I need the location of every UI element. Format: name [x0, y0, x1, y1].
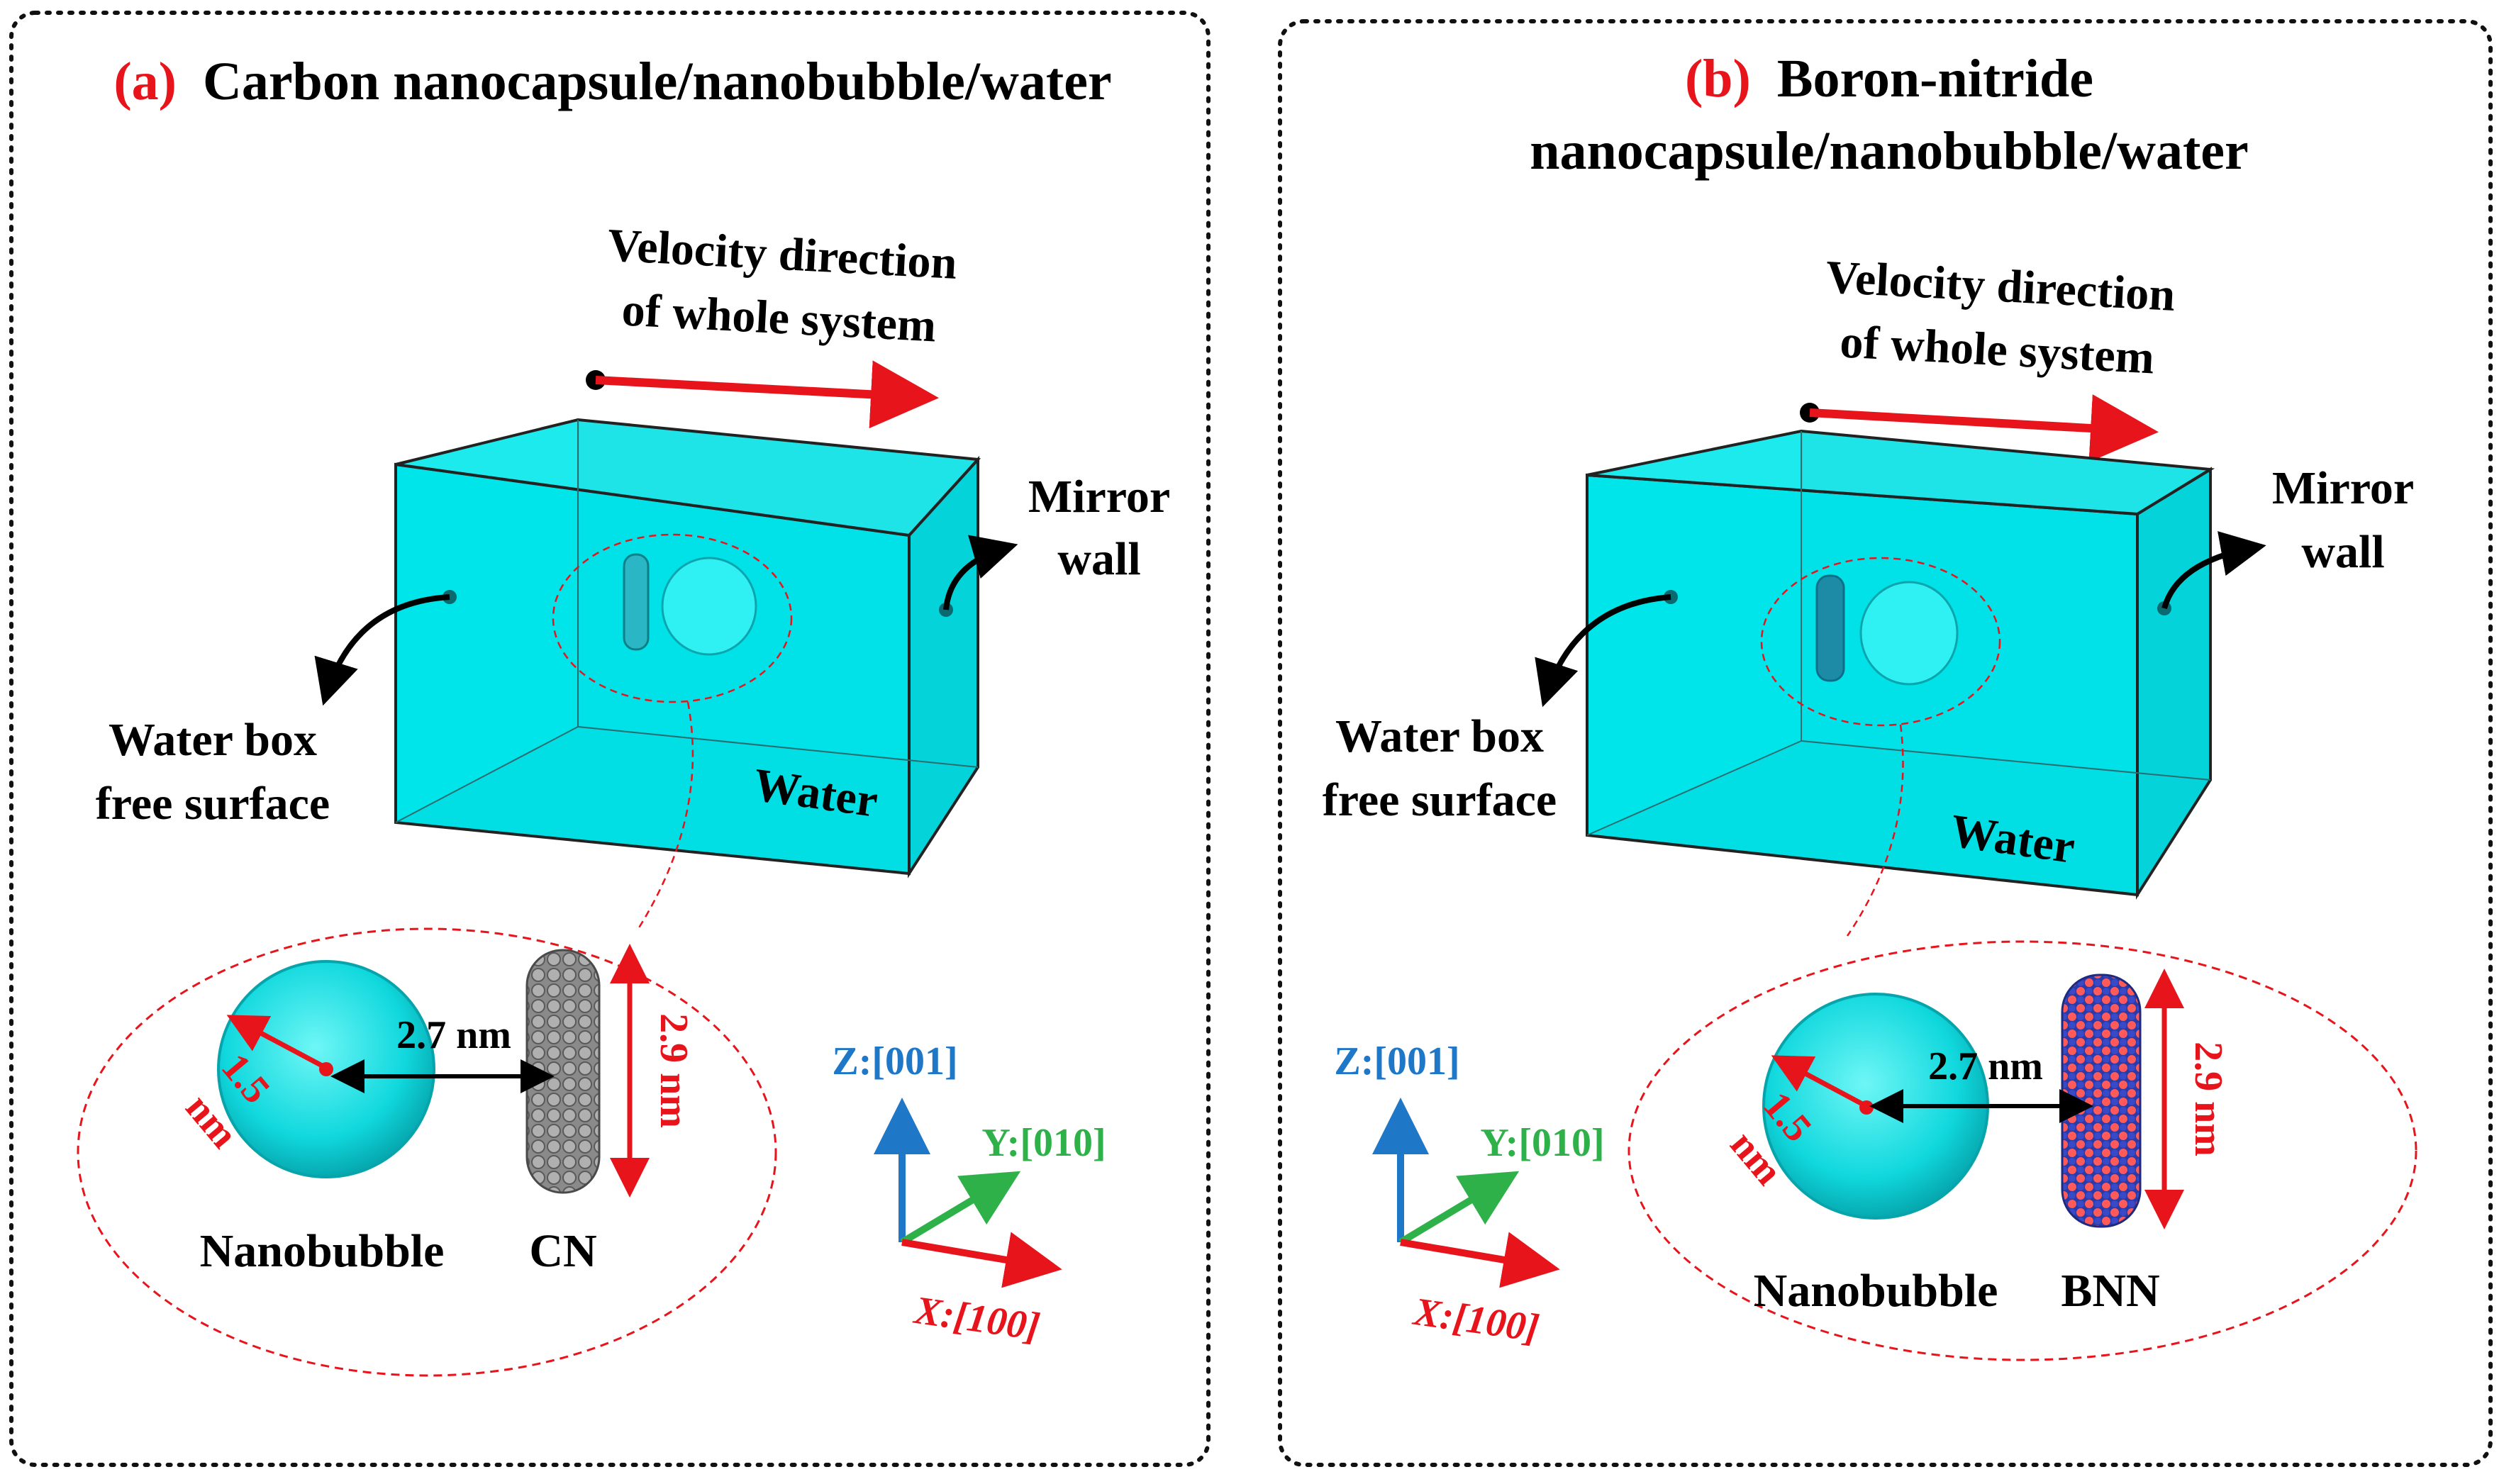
panel-b-axis-y-arrow: [1398, 1171, 1520, 1246]
panel-b-title-2: nanocapsule/nanobubble/water: [1530, 121, 2249, 181]
panel-b-title-row: (b) Boron-nitride: [1685, 49, 2093, 108]
panel-a-radius-arrow: [226, 1015, 325, 1069]
panel-a-inset-outline: [77, 927, 777, 1377]
panel-b-radius-arrow: [1771, 1055, 1865, 1108]
panel-b-axis-x-label: X:[100]: [1410, 1290, 1542, 1351]
panel-b-water-box: Water: [1586, 429, 2215, 900]
panel-a-zoom-region: [552, 533, 793, 703]
panel-b-nanocapsule: [2061, 973, 2142, 1228]
panel-a-velocity: Velocity direction of whole system: [606, 219, 958, 352]
panel-b-nanobubble-label: Nanobubble: [1754, 1265, 1998, 1317]
panel-a-distance-label: 2.7 nm: [396, 1013, 511, 1057]
panel-a-title: Carbon nanocapsule/nanobubble/water: [203, 52, 1112, 111]
panel-a-axis-y-label: Y:[010]: [981, 1121, 1106, 1165]
panel-b-distance-label: 2.7 nm: [1928, 1044, 2043, 1088]
panel-a-zoom-connector: [637, 701, 694, 930]
panel-b-velocity: Velocity direction of whole system: [1825, 251, 2176, 384]
panel-b: (b) Boron-nitride nanocapsule/nanobubble…: [1278, 19, 2493, 1467]
panel-b-mirror-pointer: [2161, 531, 2266, 610]
panel-b-axis-y-label: Y:[010]: [1480, 1121, 1604, 1165]
panel-b-tag: (b): [1685, 49, 1751, 108]
panel-a-tag: (a): [113, 52, 177, 111]
panel-b-inset-outline: [1627, 940, 2417, 1361]
panel-b-velocity-arrow: [1809, 394, 2159, 462]
panel-b-title-1: Boron-nitride: [1777, 49, 2093, 108]
panel-b-box-floor-edge: [1801, 740, 2211, 781]
panel-a-box-floor-edge-2: [395, 726, 579, 823]
panel-b-axes: Z:[001] Y:[010] X:[100]: [1334, 1039, 1604, 1351]
panel-b-mirror-label-1: Mirror: [2272, 462, 2414, 514]
panel-a-velocity-arrow: [595, 360, 939, 429]
panel-a: (a) Carbon nanocapsule/nanobubble/water …: [9, 11, 1211, 1467]
panel-a-frame: [9, 11, 1211, 1467]
panel-b-zoom-connector: [1846, 724, 1904, 937]
panel-b-box-floor-edge-2: [1586, 740, 1802, 836]
panel-a-velocity-label-1: Velocity direction: [606, 219, 958, 289]
panel-a-small-bubble: [661, 557, 757, 656]
panel-b-small-capsule: [1815, 574, 1845, 682]
panel-a-small-capsule: [623, 553, 650, 651]
panel-a-free-surface-pointer: [314, 594, 450, 706]
panel-a-capsule-label: CN: [529, 1225, 596, 1277]
panel-b-length-label: 2.9 nm: [2186, 1042, 2230, 1156]
panel-b-capsule-label: BNN: [2061, 1265, 2159, 1317]
panel-a-nanobubble-label: Nanobubble: [200, 1225, 445, 1277]
panel-a-length-label: 2.9 nm: [652, 1013, 696, 1128]
panel-a-nanocapsule: [525, 949, 601, 1194]
panel-b-box-right: [2136, 467, 2212, 900]
panel-a-free-surface-label-1: Water box: [108, 714, 317, 766]
panel-b-velocity-label-1: Velocity direction: [1825, 251, 2176, 321]
panel-a-water-box: Water: [394, 418, 981, 878]
panel-b-velocity-label-2: of whole system: [1839, 316, 2156, 384]
panel-a-axis-y-arrow: [900, 1171, 1021, 1246]
panel-b-free-surface-pointer: [1535, 594, 1671, 708]
panel-a-zoom-inset: 1.5 nm 2.7 nm 2.9 nm Nanobubble CN: [77, 927, 777, 1377]
panel-a-axes: Z:[001] Y:[010] X:[100]: [832, 1039, 1106, 1349]
panel-b-free-surface-label-2: free surface: [1323, 774, 1557, 826]
panel-b-axis-x-arrow: [1400, 1232, 1560, 1288]
panel-b-free-surface-label-1: Water box: [1335, 710, 1544, 762]
panel-a-free-surface-label-2: free surface: [96, 778, 330, 830]
panel-b-small-bubble: [1859, 581, 1959, 686]
panel-a-mirror-label-1: Mirror: [1028, 471, 1170, 523]
panel-b-box-top: [1586, 429, 2215, 516]
panel-b-zoom-region: [1760, 557, 2001, 727]
panel-a-title-row: (a) Carbon nanocapsule/nanobubble/water: [113, 52, 1111, 111]
panel-b-axis-z-label: Z:[001]: [1334, 1039, 1459, 1083]
panel-a-axis-x-label: X:[100]: [911, 1288, 1042, 1349]
panel-a-box-top: [395, 418, 981, 537]
panel-b-frame: [1278, 19, 2493, 1467]
panel-a-box-floor-edge: [577, 726, 979, 768]
panel-a-axis-z-label: Z:[001]: [832, 1039, 957, 1083]
panel-a-axis-x-arrow: [901, 1232, 1062, 1288]
panel-a-mirror-label-2: wall: [1057, 533, 1140, 585]
panel-b-zoom-inset: 1.5 nm 2.7 nm 2.9 nm Nanobubble BNN: [1627, 940, 2417, 1361]
panel-a-mirror-pointer: [943, 535, 1018, 610]
panel-b-mirror-label-2: wall: [2301, 526, 2384, 578]
panel-a-velocity-label-2: of whole system: [621, 284, 937, 352]
